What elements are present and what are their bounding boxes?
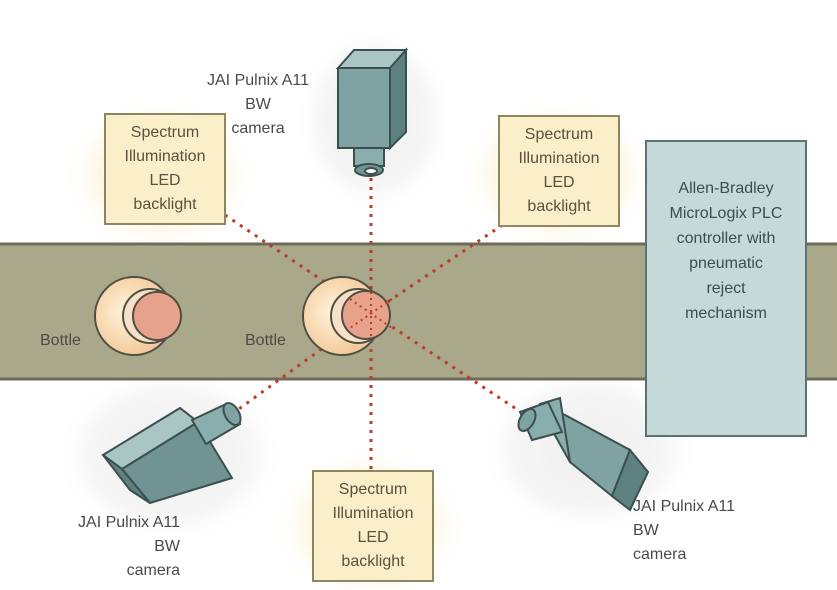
camera-top-label-line2: BW — [245, 96, 271, 113]
camera-right-icon — [517, 396, 650, 512]
plc-line3: controller with — [676, 230, 776, 247]
plc-line4: pneumatic — [689, 255, 763, 272]
bottle-left-label: Bottle — [40, 332, 81, 349]
plc-line2: MicroLogix PLC — [669, 205, 783, 222]
camera-left-label-line1: JAI Pulnix A11 — [78, 514, 180, 531]
plc-controller-box: Allen-Bradley MicroLogix PLC controller … — [645, 140, 807, 437]
bottle-center-label: Bottle — [245, 332, 286, 349]
camera-right-label: JAI Pulnix A11 BW camera — [633, 495, 783, 567]
camera-left-icon — [101, 402, 242, 505]
camera-right-label-line3: camera — [633, 546, 687, 563]
bottle-left — [94, 276, 182, 356]
backlight-bottom-line4: backlight — [341, 553, 405, 570]
backlight-box-right: Spectrum Illumination LED backlight — [498, 115, 620, 227]
sight-lines-over-bottle — [349, 292, 393, 338]
camera-top-label-line3: camera — [231, 120, 285, 137]
plc-line1: Allen-Bradley — [678, 180, 774, 197]
camera-left-label-line3: camera — [126, 562, 180, 579]
backlight-left-line4: backlight — [133, 196, 197, 213]
backlight-box-bottom: Spectrum Illumination LED backlight — [312, 470, 434, 582]
camera-right-label-line2: BW — [633, 522, 659, 539]
sight-line-upper-right — [370, 218, 511, 315]
backlight-bottom-line1: Spectrum — [338, 481, 408, 498]
plc-line6: mechanism — [685, 305, 767, 322]
camera-left-label: JAI Pulnix A11 BW camera — [30, 511, 180, 583]
backlight-bottom-line2: Illumination — [332, 505, 414, 522]
backlight-left-line2: Illumination — [124, 148, 206, 165]
backlight-right-line1: Spectrum — [524, 126, 594, 143]
backlight-right-line3: LED — [543, 174, 575, 191]
backlight-right-line4: backlight — [527, 198, 591, 215]
backlight-left-line1: Spectrum — [130, 124, 200, 141]
backlight-right-line2: Illumination — [518, 150, 600, 167]
bottle-center — [302, 276, 391, 356]
plc-line5: reject — [706, 280, 746, 297]
camera-right-label-line1: JAI Pulnix A11 — [633, 498, 735, 515]
camera-top-label-line1: JAI Pulnix A11 — [207, 72, 309, 89]
camera-top-label: JAI Pulnix A11 BW camera — [188, 69, 328, 141]
camera-left-label-line2: BW — [154, 538, 180, 555]
sight-line-lower-left — [231, 311, 372, 416]
camera-top-icon — [335, 47, 409, 177]
backlight-box-left: Spectrum Illumination LED backlight — [104, 113, 226, 225]
backlight-left-line3: LED — [149, 172, 181, 189]
backlight-bottom-line3: LED — [357, 529, 389, 546]
